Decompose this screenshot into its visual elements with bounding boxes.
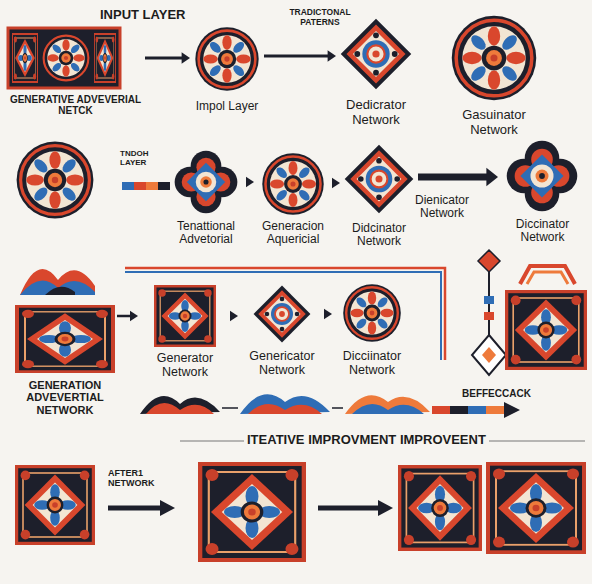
node-label: Generator Network: [140, 351, 230, 379]
flow-arrow: [324, 309, 332, 320]
node-label: Gasuinator Network: [448, 108, 540, 137]
annotation-label: ITEATIVE IMPROVMENT IMPROVEENT: [244, 433, 489, 448]
node-label: Generacion Aquericial: [256, 220, 330, 247]
node-label: Didcinator Network: [342, 222, 416, 249]
annotation-label: Dienicator Network: [410, 194, 474, 221]
flower-pattern: [507, 141, 578, 212]
node-label: Dedicrator Network: [338, 98, 414, 127]
medallion-pattern: [343, 284, 401, 342]
annotation-label: AFTER1 NETWORK: [108, 468, 174, 488]
flow-arrow: [418, 168, 498, 187]
node-label: Dicciinator Network: [334, 349, 410, 377]
pattern-node: Genericator Network: [240, 285, 324, 377]
pattern-node: Didcinator Network: [342, 144, 416, 249]
node-label: GENERATION ADVEVERTIAL NETWORK: [15, 379, 115, 416]
annotation-label: TNDOH LAYER: [120, 150, 160, 168]
feedback-bar: [432, 402, 520, 418]
pattern-node: Impol Layer: [192, 26, 262, 113]
progress-arrow: [108, 500, 175, 516]
tile-pattern: [200, 464, 304, 560]
flower-pattern: [175, 151, 238, 214]
pattern-node: Gasuinator Network: [448, 14, 540, 137]
tile-pattern: [17, 467, 94, 544]
node-label: GENERATIVE ADVEVERIAL NETCK: [8, 94, 143, 116]
flow-arrow: [117, 311, 138, 322]
medallion-pattern: [262, 153, 323, 214]
pattern-node: GENERATION ADVEVERTIAL NETWORK: [15, 305, 115, 416]
diamond-pattern: [345, 145, 414, 214]
color-bar: [122, 182, 170, 190]
flow-arrow: [332, 178, 340, 189]
tile-pattern: [17, 306, 113, 371]
progress-arrow: [318, 500, 393, 516]
tile-pattern: [400, 467, 481, 550]
diamond-pattern: [254, 286, 311, 343]
pattern-node: Generacion Aquericial: [256, 152, 330, 247]
node-label: Genericator Network: [240, 349, 324, 377]
wave-icon: [20, 269, 95, 295]
node-label: Impol Layer: [192, 100, 262, 113]
flow-arrow: [230, 311, 238, 322]
diamond-pattern: [341, 19, 412, 90]
feedback-line: [125, 268, 445, 360]
wave-row: [140, 394, 430, 414]
pattern-node: Dicciinator Network: [334, 283, 410, 377]
pattern-node: Tenattional Advetorial: [166, 150, 246, 247]
medallion-pattern: [195, 27, 258, 90]
node-label: Tenattional Advetorial: [166, 220, 246, 247]
diagram-title: INPUT LAYER: [100, 8, 185, 23]
medallion-pattern: [452, 16, 536, 100]
input-banner: [8, 28, 120, 88]
annotation-label: TRADICTONAL PATERNS: [280, 8, 360, 27]
node-label: Diccinator Network: [500, 218, 585, 245]
tile-pattern: [155, 286, 215, 346]
pattern-node: GENERATIVE ADVEVERIAL NETCK: [8, 28, 143, 116]
pattern-node: Diccinator Network: [500, 140, 585, 245]
flow-arrow: [264, 50, 336, 61]
flow-arrow: [246, 177, 254, 188]
pattern-node: Dedicrator Network: [338, 18, 414, 127]
flow-arrow: [145, 52, 190, 63]
medallion-pattern: [17, 142, 94, 219]
annotation-label: BEFFECCACK: [462, 388, 531, 399]
pattern-node: Generator Network: [140, 285, 230, 379]
tile-pattern: [488, 464, 584, 552]
tile-pattern: [507, 292, 586, 369]
